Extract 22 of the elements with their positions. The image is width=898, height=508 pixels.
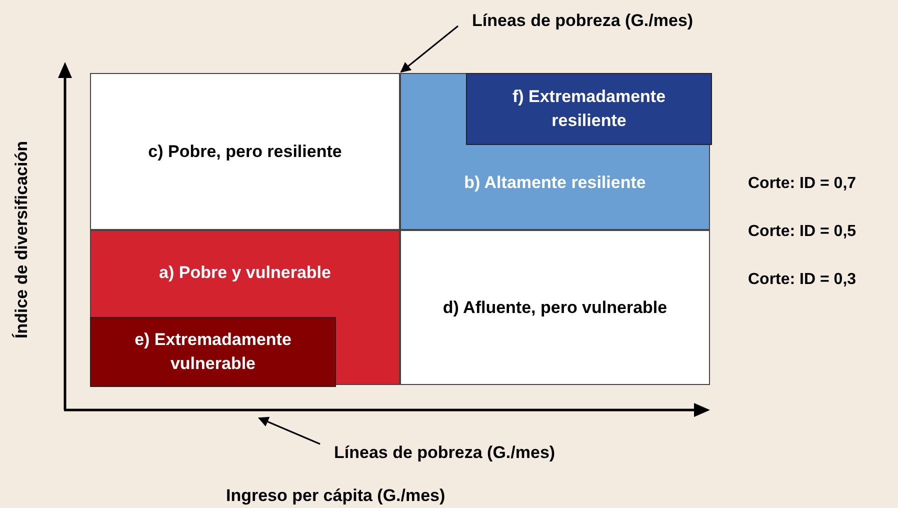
cutoff-label: Corte: ID = 0,5 [748,222,856,242]
cutoff-label: Corte: ID = 0,7 [748,174,856,194]
quadrant-box [90,73,400,230]
x-axis [64,403,710,417]
category-label: d) Afluente, pero vulnerable [442,296,668,318]
leader-arrow [400,25,458,73]
category-box [90,317,336,387]
quadrant-box [90,230,400,385]
category-label: c) Pobre, pero resiliente [147,140,343,162]
category-label: b) Altamente resiliente [463,172,647,194]
axis-title: Ingreso per cápita (G./mes) [226,485,446,507]
category-box [466,73,712,145]
category-label: f) Extremadamente resiliente [511,86,667,132]
category-label: e) Extremadamente vulnerable [134,329,292,375]
category-label: a) Pobre y vulnerable [158,262,332,284]
cutoff-label: Corte: ID = 0,3 [748,270,856,290]
leader-arrow [258,416,320,445]
quadrant-box [400,230,710,385]
quadrant-box [400,73,710,230]
leader-label: Líneas de pobreza (G./mes) [471,10,694,32]
axis-title: Índice de diversificación [11,141,32,339]
leader-label: Líneas de pobreza (G./mes) [333,442,556,464]
